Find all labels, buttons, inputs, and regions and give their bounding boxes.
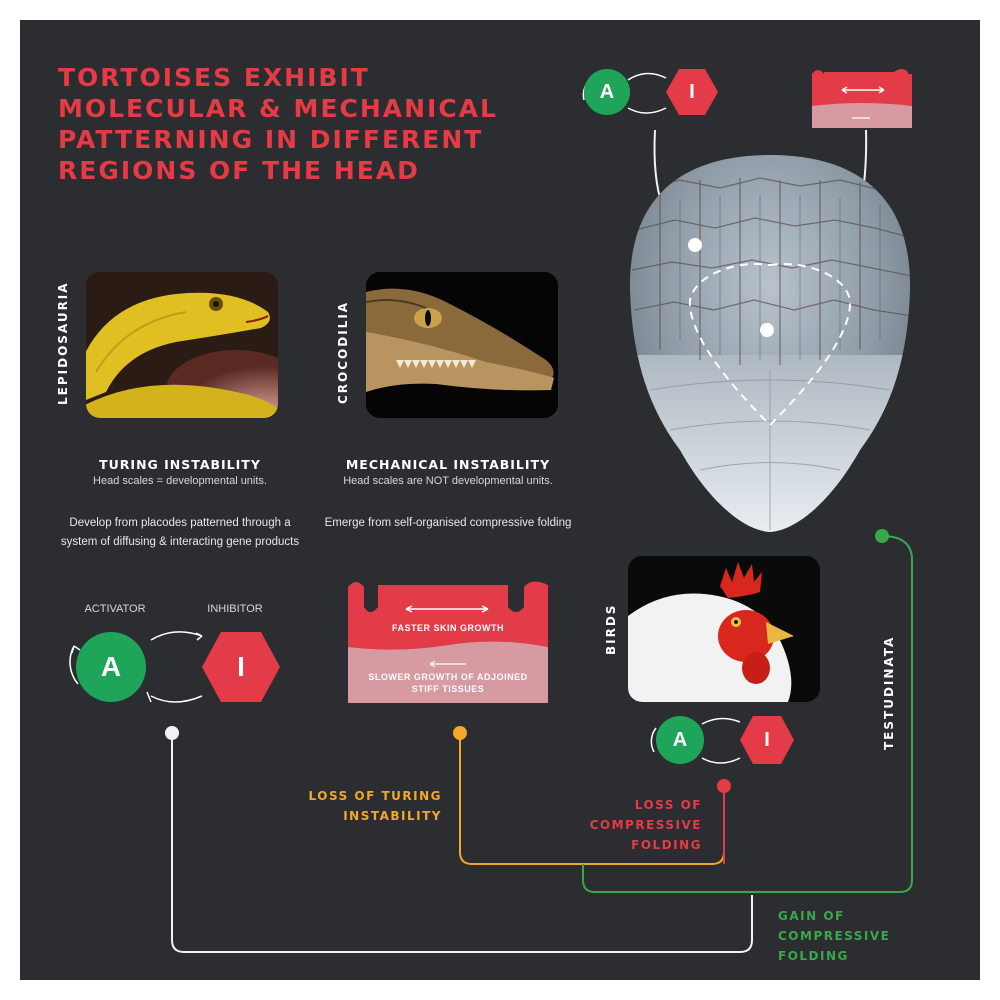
crocodile-photo	[366, 272, 558, 418]
birds-node	[717, 779, 731, 793]
testudinata-node	[875, 529, 889, 543]
loss-compressive-label: LOSS OF COMPRESSIVE FOLDING	[589, 798, 702, 852]
lepidosauria-connector	[171, 733, 753, 953]
chicken-photo	[628, 556, 820, 702]
tortoise-mechanical-region-dot	[760, 323, 774, 337]
birds-activator-node: A	[656, 716, 704, 764]
activator-inhibitor-loop: A I	[56, 622, 286, 710]
main-title: TORTOISES EXHIBIT MOLECULAR & MECHANICAL…	[58, 63, 498, 185]
testudinata-label: TESTUDINATA	[882, 635, 896, 750]
gain-compressive-label: GAIN OF COMPRESSIVE FOLDING	[778, 909, 891, 963]
faster-skin-growth-label: FASTER SKIN GROWTH	[392, 623, 504, 633]
inhibitor-node	[202, 632, 280, 702]
crocodilia-label: CROCODILIA	[336, 300, 350, 404]
tortoise-turing-region-dot	[688, 238, 702, 252]
mechanical-subheading: Head scales are NOT developmental units.	[343, 475, 553, 487]
tortoise-activator-inhibitor-loop: A I	[568, 66, 723, 120]
lepidosauria-node	[165, 726, 179, 740]
mechanical-description: Emerge from self-organised compressive f…	[324, 517, 572, 529]
mechanical-heading: MECHANICAL INSTABILITY	[345, 457, 551, 472]
tortoise-head-photo	[629, 155, 911, 532]
snake-photo	[86, 272, 278, 418]
inhibitor-caption: INHIBITOR	[207, 603, 263, 615]
activator-node-small: A	[584, 69, 630, 115]
activator-node: A	[76, 632, 146, 702]
birds-inhibitor-node	[740, 716, 794, 764]
loss-turing-label: LOSS OF TURING INSTABILITY	[308, 789, 442, 823]
inhibitor-node-small	[666, 69, 718, 115]
turing-description: Develop from placodes patterned through …	[60, 517, 300, 548]
crocodilia-node	[453, 726, 467, 740]
turing-subheading: Head scales = developmental units.	[93, 475, 267, 487]
compressive-folding-diagram: FASTER SKIN GROWTH SLOWER GROWTH OF ADJO…	[348, 577, 548, 703]
turing-heading: TURING INSTABILITY	[99, 457, 261, 472]
birds-label: BIRDS	[604, 603, 618, 655]
lepidosauria-label: LEPIDOSAURIA	[56, 281, 70, 405]
birds-activator-inhibitor-loop: A I	[640, 712, 800, 768]
slower-growth-label: SLOWER GROWTH OF ADJOINED STIFF TISSUES	[368, 672, 528, 694]
tortoise-folding-diagram	[812, 69, 912, 128]
testudinata-connector	[582, 535, 913, 893]
activator-caption: ACTIVATOR	[84, 603, 146, 615]
